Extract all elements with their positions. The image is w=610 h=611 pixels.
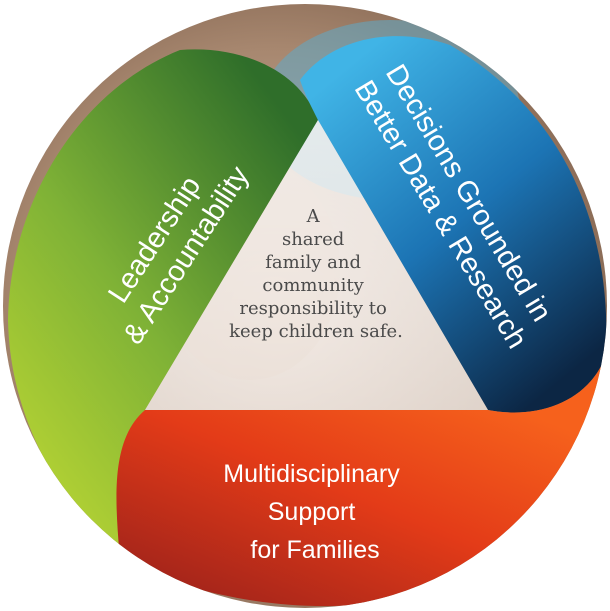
- svg-text:Multidisciplinary Support: Multidisciplinary Support for Families: [223, 460, 406, 564]
- support-label-line-2: Support: [268, 498, 356, 526]
- segment-multidisciplinary: [116, 355, 606, 607]
- segment-leadership: [8, 49, 318, 561]
- center-line-4: community: [262, 275, 364, 296]
- center-triangle: [145, 120, 488, 410]
- svg-text:A shared family and: A shared family and community responsibi…: [229, 206, 403, 342]
- support-label-line-1: Multidisciplinary: [223, 460, 400, 488]
- center-line-6: keep children safe.: [229, 321, 403, 342]
- center-line-5: responsibility to: [239, 298, 386, 319]
- segment-data-research: [300, 36, 607, 413]
- center-line-2: shared: [282, 229, 344, 250]
- support-label-line-3: for Families: [250, 536, 379, 564]
- center-line-3: family and: [265, 252, 361, 273]
- center-line-1: A: [306, 206, 321, 227]
